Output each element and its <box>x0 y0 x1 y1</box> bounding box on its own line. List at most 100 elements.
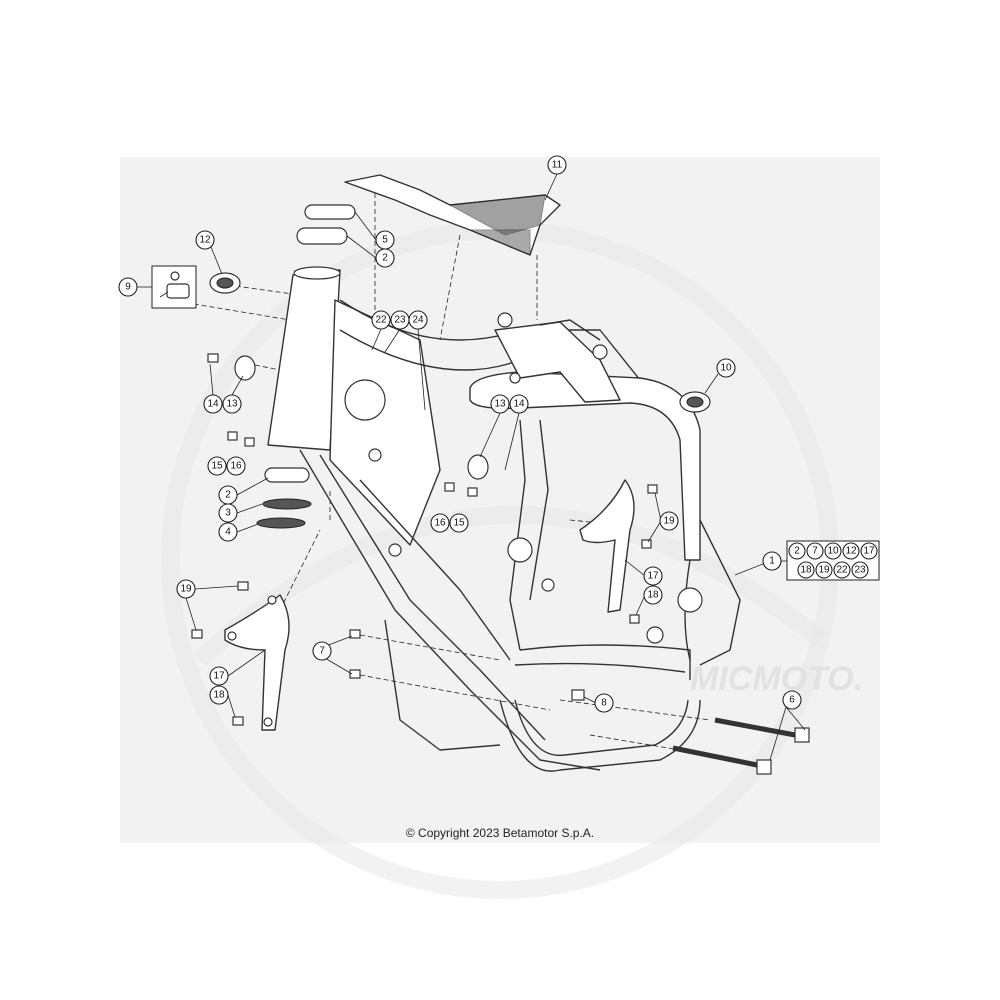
callout-c9-circle <box>118 277 138 297</box>
callout-c10-text: 10 <box>720 363 732 374</box>
kit-callout-5-circle <box>797 561 815 579</box>
callout-c24-text: 24 <box>412 315 424 326</box>
callout-c14b: 14 <box>509 394 529 414</box>
callout-c8: 8 <box>594 693 614 713</box>
callout-c10: 10 <box>716 358 736 378</box>
callout-c18a-circle <box>643 585 663 605</box>
kit-callout-4: 17 <box>860 542 878 560</box>
callout-c3: 3 <box>218 503 238 523</box>
callout-c18a: 18 <box>643 585 663 605</box>
callout-c2a-circle <box>375 248 395 268</box>
steering-bearings-bottom <box>256 467 312 529</box>
callout-c14a: 14 <box>203 394 223 414</box>
callout-c16a-circle <box>226 456 246 476</box>
copyright-notice: © Copyright 2023 Betamotor S.p.A. <box>405 826 595 840</box>
rear-mudguard-bracket <box>344 174 561 256</box>
kit-callout-7-circle <box>833 561 851 579</box>
watermark-text: MICMOTO. <box>690 660 863 698</box>
leader-lines <box>137 173 806 761</box>
steering-lock-box <box>151 265 197 309</box>
callout-c2a-text: 2 <box>382 253 388 264</box>
kit-callout-8: 23 <box>851 561 869 579</box>
callout-c19b-text: 19 <box>180 584 192 595</box>
kit-callout-8-circle <box>851 561 869 579</box>
callout-c19a-circle <box>659 511 679 531</box>
callout-c18a-text: 18 <box>647 590 659 601</box>
kit-callout-3-circle <box>842 542 860 560</box>
callout-c19a: 19 <box>659 511 679 531</box>
callout-c17a: 17 <box>643 566 663 586</box>
callout-c17b-text: 17 <box>213 671 225 682</box>
callout-c11-circle <box>547 155 567 175</box>
callout-c11-text: 11 <box>552 160 563 171</box>
callout-c13a: 13 <box>222 394 242 414</box>
callout-c1: 1 <box>762 551 782 571</box>
kit-callout-1-circle <box>806 542 824 560</box>
callout-c5: 5 <box>375 230 395 250</box>
kit-callout-7: 22 <box>833 561 851 579</box>
callout-c14b-circle <box>509 394 529 414</box>
engine-mount-plates <box>224 479 635 731</box>
callout-c2b: 2 <box>218 485 238 505</box>
callout-c14a-text: 14 <box>207 399 219 410</box>
callout-c16b-circle <box>430 513 450 533</box>
callout-c16a-text: 16 <box>230 461 242 472</box>
kit-callout-6-circle <box>815 561 833 579</box>
callout-c7: 7 <box>312 641 332 661</box>
callout-c22a: 22 <box>371 310 391 330</box>
callout-c24: 24 <box>408 310 428 330</box>
cable-clamps <box>209 272 711 413</box>
callout-c12: 12 <box>195 230 215 250</box>
callout-c17b: 17 <box>209 666 229 686</box>
motorcycle-frame <box>267 266 741 772</box>
callout-c18b: 18 <box>209 685 229 705</box>
callout-c13b-text: 13 <box>494 399 506 410</box>
steering-bearings-top <box>296 204 356 245</box>
callout-c19a-text: 19 <box>663 516 675 527</box>
callout-c3-circle <box>218 503 238 523</box>
callout-c4-circle <box>218 522 238 542</box>
kit-callout-0-text: 2 <box>794 546 800 557</box>
callout-c15a-circle <box>207 456 227 476</box>
kit-callout-5-text: 18 <box>800 565 812 576</box>
kit-callout-0: 2 <box>788 542 806 560</box>
kit-callout-6: 19 <box>815 561 833 579</box>
kit-callout-3: 12 <box>842 542 860 560</box>
kit-callout-4-circle <box>860 542 878 560</box>
callout-c17b-circle <box>209 666 229 686</box>
kit-callout-1-text: 7 <box>812 546 818 557</box>
callout-c19b: 19 <box>176 579 196 599</box>
callout-c12-circle <box>195 230 215 250</box>
callout-c8-circle <box>594 693 614 713</box>
callout-c2a: 2 <box>375 248 395 268</box>
callout-c13a-text: 13 <box>226 399 238 410</box>
kit-callout-0-circle <box>788 542 806 560</box>
callout-c15b-circle <box>449 513 469 533</box>
callout-c18b-circle <box>209 685 229 705</box>
callout-c16a: 16 <box>226 456 246 476</box>
engine-long-bolts <box>672 717 810 775</box>
callout-c17a-circle <box>643 566 663 586</box>
callout-c13a-circle <box>222 394 242 414</box>
callout-c22a-text: 22 <box>375 315 387 326</box>
callout-c15b-text: 15 <box>453 518 465 529</box>
kit-callout-6-text: 19 <box>818 565 830 576</box>
callout-c1-text: 1 <box>769 556 775 567</box>
callout-c19b-circle <box>176 579 196 599</box>
callout-c13b: 13 <box>490 394 510 414</box>
callout-c15a: 15 <box>207 456 227 476</box>
callout-c14b-text: 14 <box>513 399 525 410</box>
callout-c13b-circle <box>490 394 510 414</box>
callout-c7-text: 7 <box>319 646 325 657</box>
callout-c17a-text: 17 <box>647 571 659 582</box>
kit-callout-5: 18 <box>797 561 815 579</box>
callout-c16b-text: 16 <box>434 518 446 529</box>
callout-c3-text: 3 <box>225 508 231 519</box>
callout-c10-circle <box>716 358 736 378</box>
callout-c11: 11 <box>547 155 567 175</box>
callout-c12-text: 12 <box>199 235 211 246</box>
callout-c6: 6 <box>782 690 802 710</box>
